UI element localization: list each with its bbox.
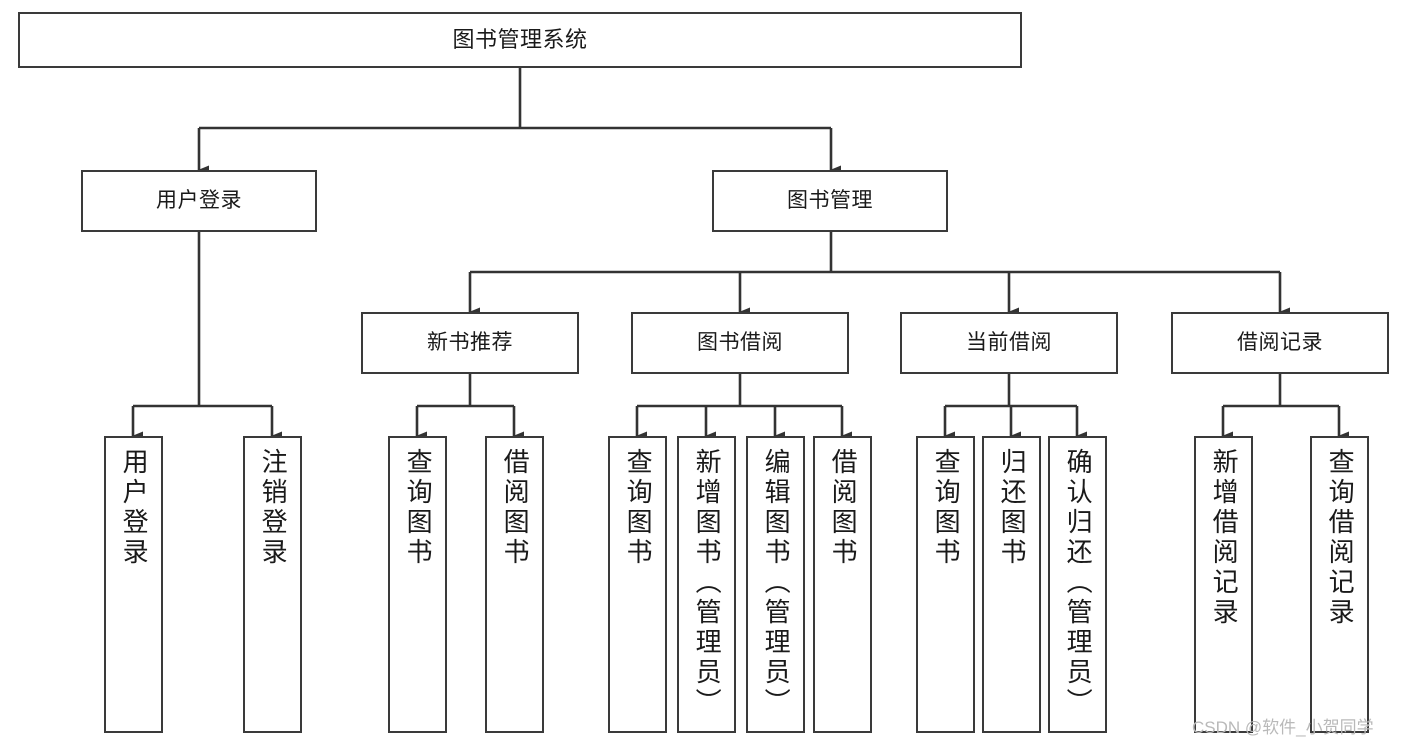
node-label: 图书管理 [787, 188, 873, 212]
leaf-new-book-borrow[interactable]: 借阅图书 [485, 436, 544, 733]
node-root-book-management-system[interactable]: 图书管理系统 [18, 12, 1022, 68]
watermark: CSDN @软件_小贺同学 [1192, 718, 1374, 737]
leaf-user-login-logout[interactable]: 注销登录 [243, 436, 302, 733]
leaf-borrow-record-query[interactable]: 查询借阅记录 [1310, 436, 1369, 733]
node-user-login[interactable]: 用户登录 [81, 170, 317, 232]
node-label: 用户登录 [156, 188, 242, 212]
node-label: 确认归还（管理员） [1063, 448, 1094, 718]
leaf-book-borrow-query[interactable]: 查询图书 [608, 436, 667, 733]
node-book-management[interactable]: 图书管理 [712, 170, 948, 232]
leaf-new-book-query[interactable]: 查询图书 [388, 436, 447, 733]
node-label: 新增借阅记录 [1209, 448, 1240, 628]
node-label: 新增图书（管理员） [692, 448, 723, 718]
leaf-user-login-login[interactable]: 用户登录 [104, 436, 163, 733]
node-label: 借阅记录 [1237, 330, 1323, 354]
node-label: 当前借阅 [966, 330, 1052, 354]
node-label: 图书管理系统 [452, 27, 588, 53]
node-label: 查询图书 [623, 448, 654, 568]
node-label: 新书推荐 [427, 330, 513, 354]
node-new-book-recommend[interactable]: 新书推荐 [361, 312, 579, 374]
node-label: 用户登录 [119, 448, 150, 568]
leaf-book-borrow-borrow[interactable]: 借阅图书 [813, 436, 872, 733]
node-label: 借阅图书 [828, 448, 859, 568]
node-label: 图书借阅 [697, 330, 783, 354]
node-label: 查询借阅记录 [1325, 448, 1356, 628]
leaf-current-borrow-query[interactable]: 查询图书 [916, 436, 975, 733]
leaf-book-borrow-edit[interactable]: 编辑图书（管理员） [746, 436, 805, 733]
node-label: 借阅图书 [500, 448, 531, 568]
leaf-borrow-record-add[interactable]: 新增借阅记录 [1194, 436, 1253, 733]
node-label: 编辑图书（管理员） [761, 448, 792, 718]
leaf-current-borrow-confirm-return[interactable]: 确认归还（管理员） [1048, 436, 1107, 733]
node-book-borrow[interactable]: 图书借阅 [631, 312, 849, 374]
node-borrow-record[interactable]: 借阅记录 [1171, 312, 1389, 374]
leaf-current-borrow-return[interactable]: 归还图书 [982, 436, 1041, 733]
node-current-borrow[interactable]: 当前借阅 [900, 312, 1118, 374]
node-label: 查询图书 [403, 448, 434, 568]
node-label: 注销登录 [258, 448, 289, 568]
node-label: 归还图书 [997, 448, 1028, 568]
leaf-book-borrow-add[interactable]: 新增图书（管理员） [677, 436, 736, 733]
node-label: 查询图书 [931, 448, 962, 568]
